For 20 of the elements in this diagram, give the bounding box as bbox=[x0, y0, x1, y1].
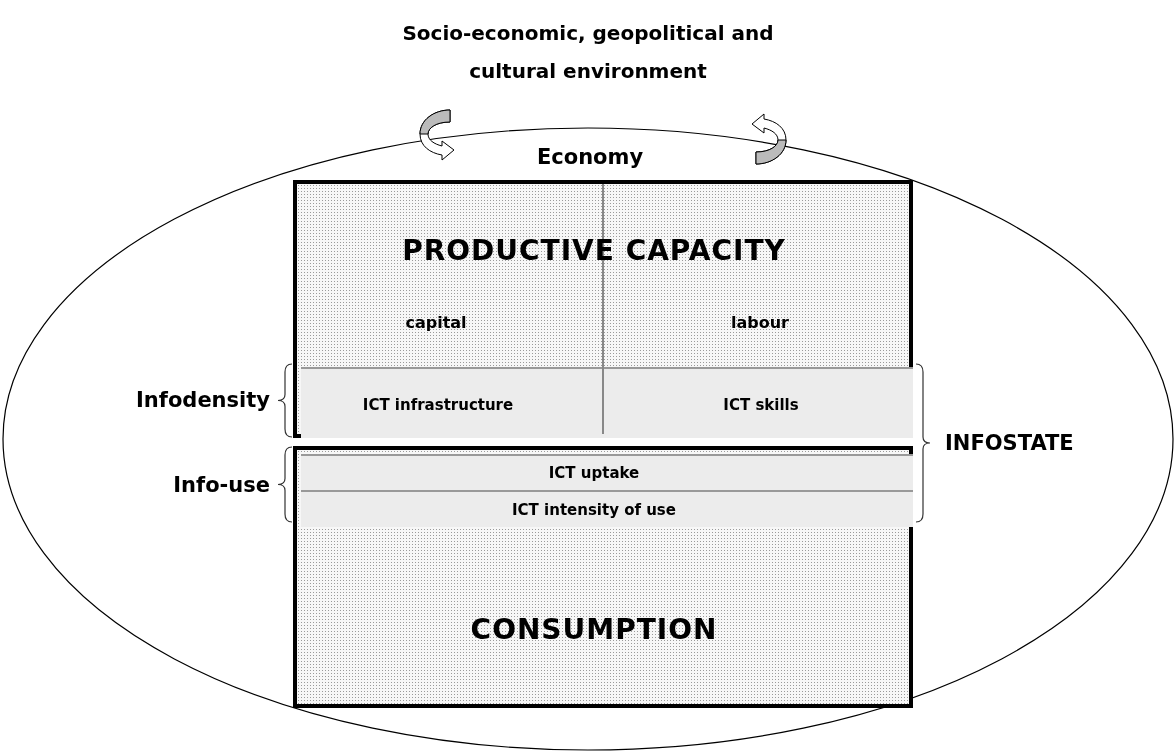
sector-heading: PRODUCTIVE CAPACITY bbox=[402, 233, 786, 267]
bracket-label: Info-use bbox=[173, 473, 270, 497]
sector-box bbox=[293, 446, 913, 708]
indicator-label: ICT uptake bbox=[548, 464, 640, 482]
indicator-label: ICT skills bbox=[723, 396, 799, 414]
factor-label: capital bbox=[405, 312, 467, 332]
sector-box bbox=[293, 180, 913, 438]
indicator-label: ICT infrastructure bbox=[362, 396, 514, 414]
indicator-label: ICT intensity of use bbox=[512, 501, 676, 519]
indicator-band bbox=[301, 490, 913, 527]
indicator-band bbox=[301, 454, 913, 490]
bracket-label: Infodensity bbox=[136, 388, 270, 412]
factor-label: labour bbox=[731, 312, 789, 332]
title: Socio-economic, geopolitical and cultural environment bbox=[401, 20, 775, 85]
bracket-label: INFOSTATE bbox=[945, 431, 1074, 455]
region-label: Economy bbox=[536, 145, 644, 169]
indicator-band bbox=[301, 367, 607, 438]
indicator-band bbox=[607, 367, 913, 438]
sector-heading: CONSUMPTION bbox=[470, 612, 718, 646]
economy-ellipse bbox=[2, 127, 1174, 751]
